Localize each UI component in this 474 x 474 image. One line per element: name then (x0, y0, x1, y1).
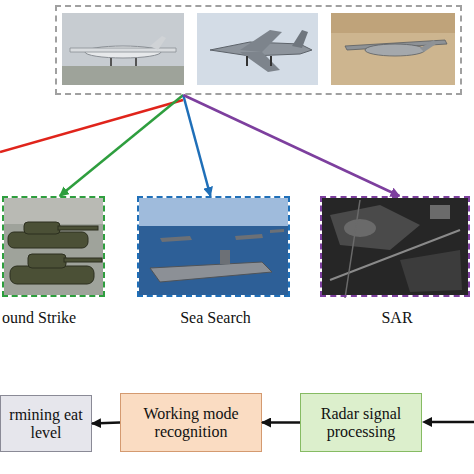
input-arrow-head (422, 417, 432, 427)
flow-arrow (92, 423, 120, 424)
process-label: rmining eat level (7, 406, 85, 442)
mission-label: ound Strike (2, 309, 76, 327)
flow-arrow (262, 421, 300, 424)
sea-photo (139, 198, 288, 295)
process-label: Working mode recognition (127, 405, 255, 441)
flow-arrow (183, 95, 210, 196)
aircraft-group-frame (55, 5, 462, 95)
mission-image-frame: ound Strike (2, 196, 105, 297)
aircraft-photo (62, 13, 184, 85)
flow-arrow (183, 95, 399, 196)
mission-image-frame: Sea Search (137, 196, 290, 297)
input-arrow-line (430, 421, 474, 424)
aircraft-photo (331, 13, 455, 85)
flow-arrow (60, 95, 184, 196)
process-box: rmining eat level (0, 395, 92, 452)
tank-photo (4, 198, 103, 295)
process-box: Working mode recognition (120, 393, 262, 452)
red-branch-line (0, 100, 183, 152)
sar-image (322, 198, 468, 298)
mission-label: Sea Search (139, 309, 292, 327)
mission-label: SAR (322, 309, 472, 327)
process-box: Radar signal processing (300, 393, 422, 452)
mission-image-frame: SAR (320, 196, 470, 297)
aircraft-photo (197, 13, 318, 85)
process-label: Radar signal processing (307, 405, 415, 441)
